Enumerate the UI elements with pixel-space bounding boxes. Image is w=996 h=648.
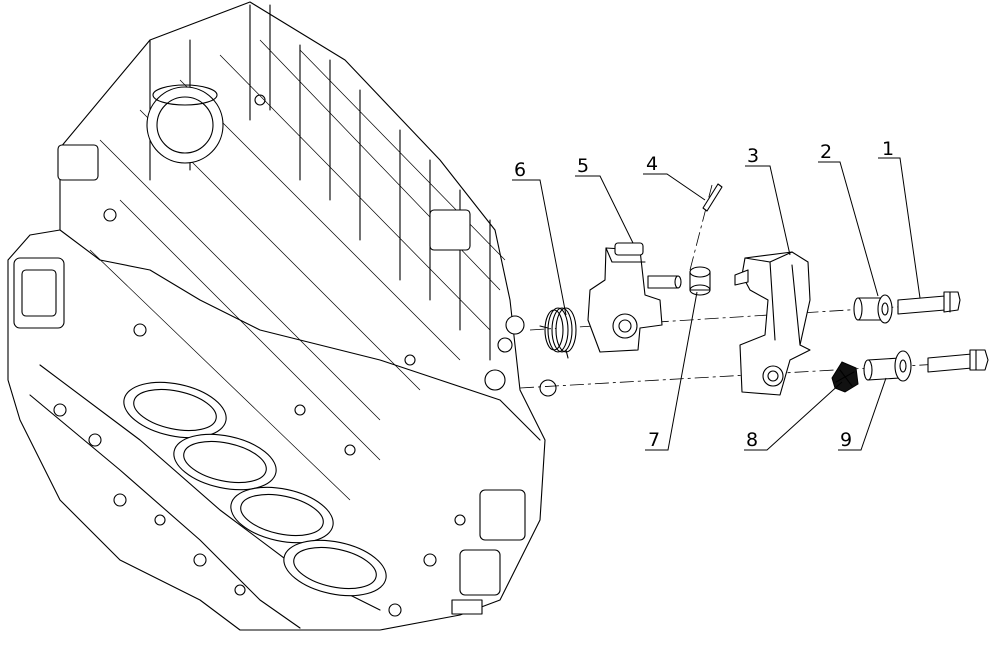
callout-3: 3 xyxy=(747,145,759,167)
callout-8: 8 xyxy=(746,429,758,451)
callout-9: 9 xyxy=(840,429,852,451)
callout-labels: 6 5 4 3 2 1 7 8 9 xyxy=(514,138,894,451)
callout-5: 5 xyxy=(577,155,589,177)
part-9-sleeve xyxy=(863,350,912,382)
part-5-tensioner-arm xyxy=(587,242,682,353)
callout-1: 1 xyxy=(882,138,894,160)
callout-7: 7 xyxy=(648,429,660,451)
callout-4: 4 xyxy=(646,153,658,175)
lower-bolt xyxy=(927,349,989,373)
part-4-pin xyxy=(702,183,723,212)
part-7-bushing xyxy=(689,266,711,296)
callout-6: 6 xyxy=(514,159,526,181)
part-1-bolt xyxy=(897,291,961,315)
part-6-torsion-spring xyxy=(539,307,577,359)
part-3-bracket xyxy=(734,251,811,396)
callout-2: 2 xyxy=(820,141,832,163)
cylinder-head-assembly xyxy=(7,1,557,631)
part-2-sleeve xyxy=(853,294,893,324)
callout-leaders xyxy=(512,157,921,451)
